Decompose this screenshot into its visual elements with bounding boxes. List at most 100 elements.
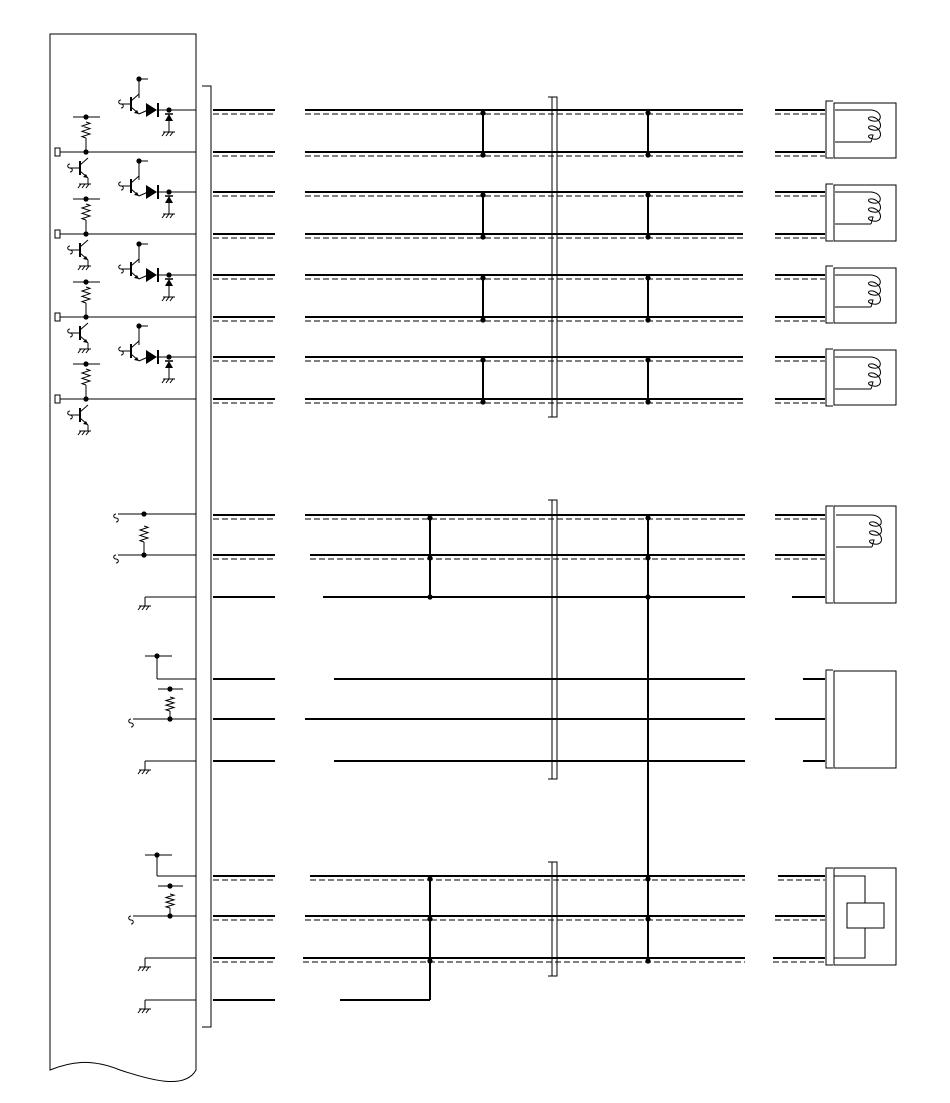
splice-dot-icon: [480, 275, 486, 281]
resistor-icon: [140, 526, 148, 542]
ground-hatch: [78, 349, 81, 353]
ground-hatch: [142, 1009, 145, 1013]
ground-hatch: [82, 431, 85, 435]
splice-dot-icon: [480, 110, 486, 116]
ground-hatch: [166, 132, 169, 136]
test-pin-icon: [55, 395, 60, 403]
splice-dot-icon: [645, 234, 651, 240]
ground-hatch: [170, 297, 173, 301]
ground-hatch: [82, 266, 85, 270]
ground-hatch: [138, 770, 141, 774]
ground-hatch: [138, 1009, 141, 1013]
splice-dot-icon: [167, 883, 173, 889]
diode-icon: [146, 350, 157, 364]
bridge-sensor-box: [834, 868, 896, 965]
transistor-arrow: [134, 275, 139, 279]
splice-dot-icon: [136, 323, 142, 329]
sensor-element: [847, 903, 884, 928]
splice-dot-icon: [480, 357, 486, 363]
diode-icon: [146, 103, 157, 117]
coil-load-box: [834, 268, 896, 323]
input-lead-icon: [119, 265, 124, 273]
coil-sensor-box: [834, 506, 896, 603]
splice-dot-icon: [480, 399, 486, 405]
transistor-collector: [131, 259, 139, 266]
load-connector-bracket: [826, 266, 833, 323]
transistor-collector: [131, 94, 139, 101]
splice-dot-icon: [480, 192, 486, 198]
input-lead-icon: [68, 329, 73, 337]
splice-dot-icon: [166, 272, 172, 278]
ground-hatch: [146, 770, 149, 774]
splice-dot-icon: [166, 354, 172, 360]
diode-icon: [165, 361, 173, 368]
ground-hatch: [138, 606, 141, 610]
sensor-element-lead: [834, 876, 865, 903]
transistor-collector: [131, 341, 139, 348]
transistor-collector: [80, 405, 88, 412]
sensor-element-lead: [834, 928, 865, 958]
test-pin-icon: [55, 148, 60, 156]
input-lead-icon: [114, 514, 119, 522]
ground-hatch: [78, 431, 81, 435]
input-lead-icon: [129, 719, 134, 727]
resistor-icon: [82, 369, 90, 385]
splice-dot-icon: [83, 361, 89, 367]
input-lead-icon: [119, 100, 124, 108]
load-connector-bracket: [826, 349, 833, 406]
coil-load-box: [834, 103, 896, 158]
test-pin-icon: [55, 313, 60, 321]
coil-icon: [869, 110, 881, 142]
splice-dot-icon: [645, 876, 651, 882]
load-connector-bracket: [826, 101, 833, 158]
splice-dot-icon: [645, 110, 651, 116]
transistor-arrow: [83, 421, 88, 425]
transistor-arrow: [83, 256, 88, 260]
ground-hatch: [146, 1009, 149, 1013]
transistor-arrow: [83, 174, 88, 178]
resistor-icon: [166, 697, 174, 711]
splice-bar: [548, 97, 557, 417]
ground-hatch: [166, 214, 169, 218]
splice-dot-icon: [645, 152, 651, 158]
splice-dot-icon: [645, 275, 651, 281]
diode-icon: [146, 185, 157, 199]
splice-dot-icon: [645, 916, 651, 922]
coil-load-box: [834, 185, 896, 241]
diode-icon: [165, 196, 173, 203]
ground-hatch: [82, 349, 85, 353]
diode-icon: [146, 268, 157, 282]
splice-dot-icon: [645, 515, 651, 521]
ground-hatch: [162, 132, 165, 136]
ground-hatch: [86, 349, 89, 353]
splice-dot-icon: [427, 916, 433, 922]
splice-dot-icon: [645, 317, 651, 323]
ground-hatch: [142, 967, 145, 971]
ground-hatch: [86, 431, 89, 435]
transistor-arrow: [83, 339, 88, 343]
splice-dot-icon: [427, 876, 433, 882]
splice-dot-icon: [136, 241, 142, 247]
splice-dot-icon: [645, 399, 651, 405]
ground-hatch: [82, 184, 85, 188]
ground-hatch: [162, 297, 165, 301]
splice-dot-icon: [136, 158, 142, 164]
resistor-icon: [82, 204, 90, 220]
test-pin-icon: [55, 230, 60, 238]
resistor-icon: [166, 894, 174, 908]
ecu-connector-bracket: [202, 86, 211, 1027]
splice-dot-icon: [427, 515, 433, 521]
splice-dot-icon: [480, 317, 486, 323]
input-lead-icon: [119, 347, 124, 355]
splice-dot-icon: [480, 234, 486, 240]
splice-dot-icon: [427, 555, 433, 561]
transistor-collector: [80, 158, 88, 165]
splice-bar: [548, 500, 557, 779]
ground-hatch: [162, 214, 165, 218]
splice-dot-icon: [480, 152, 486, 158]
ground-hatch: [78, 266, 81, 270]
splice-dot-icon: [167, 686, 173, 692]
coil-icon: [869, 275, 881, 307]
input-lead-icon: [114, 555, 119, 563]
